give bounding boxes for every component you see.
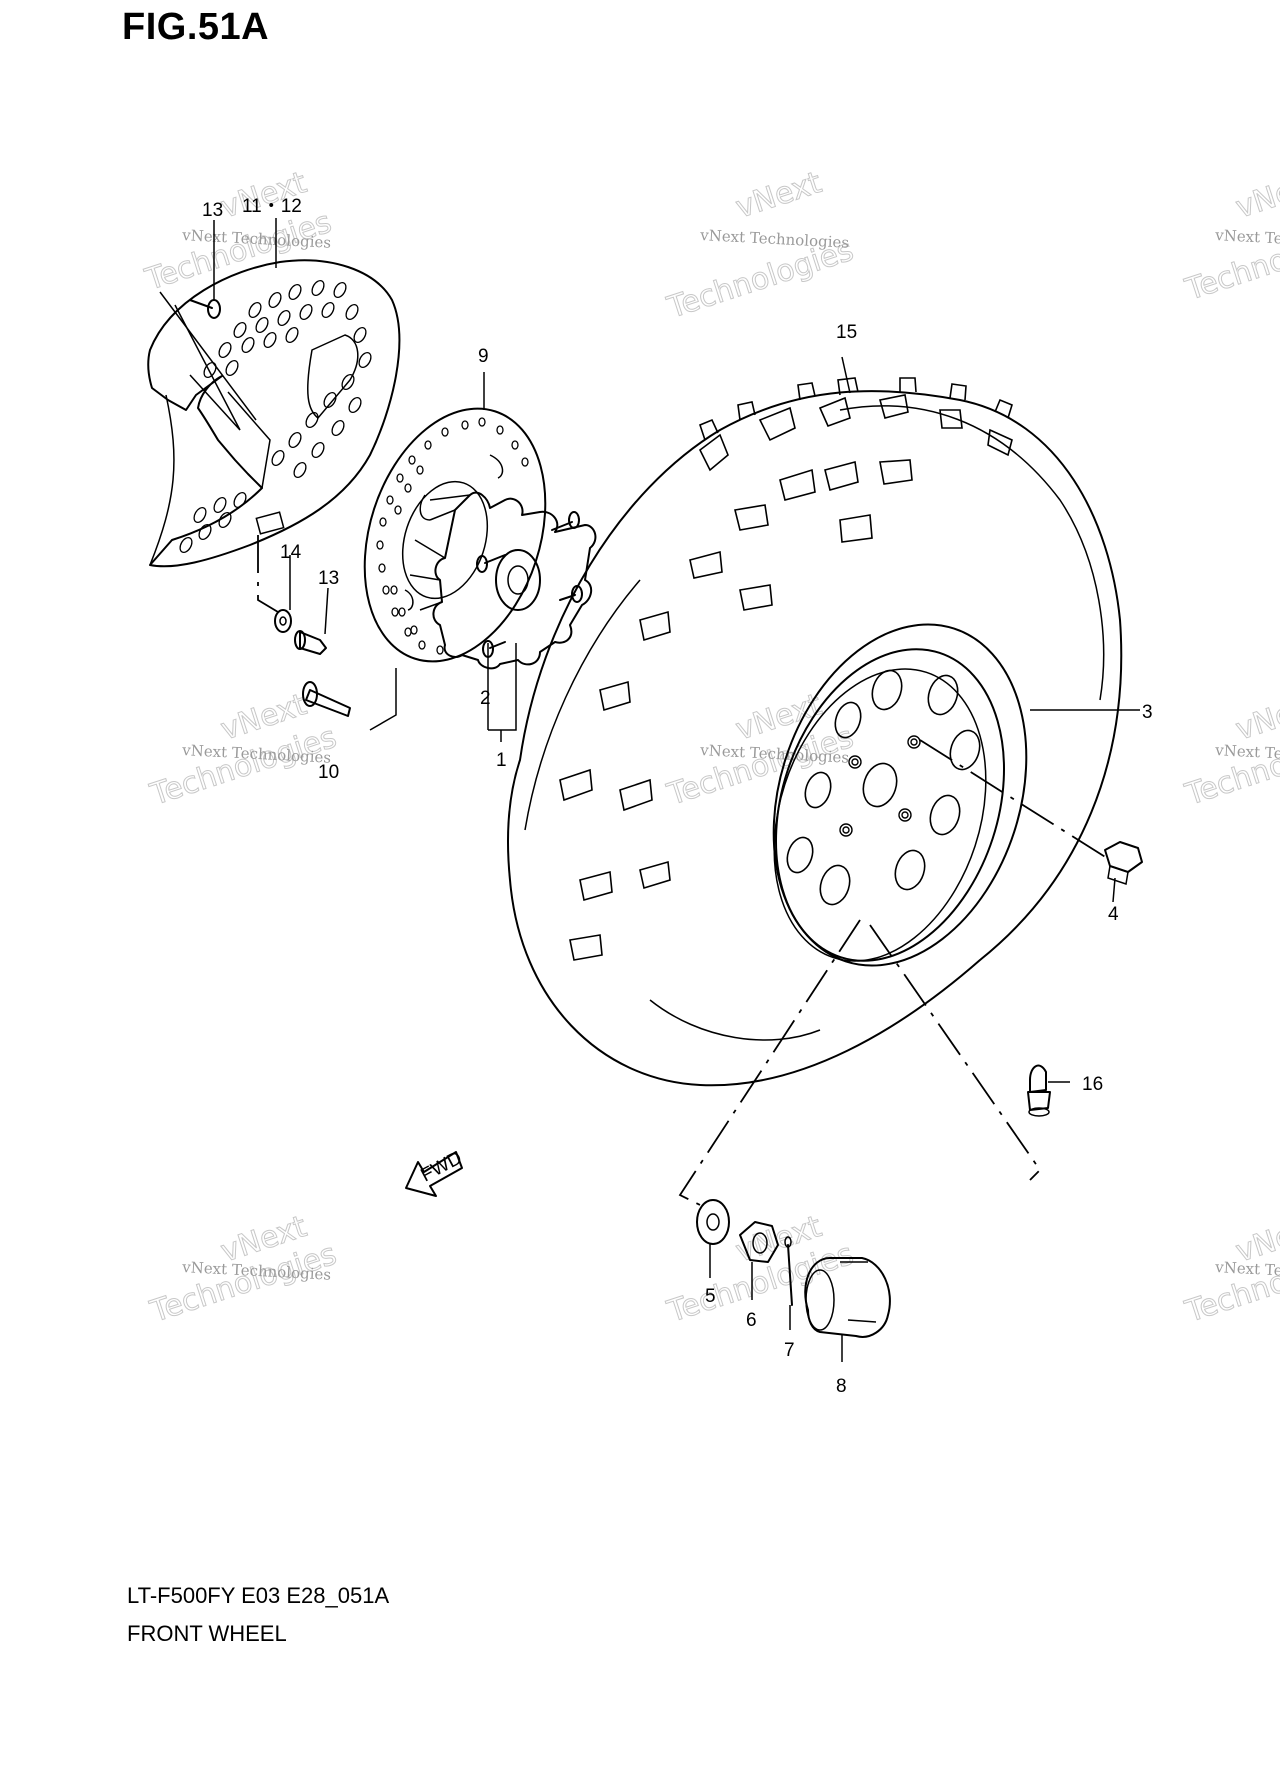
callout-labels: 13 11・12 9 15 14 13 2 1 10 3 4 16 5 6 7 …	[202, 196, 1153, 1397]
callout-13-lower: 13	[318, 568, 339, 589]
callout-10: 10	[318, 762, 339, 783]
caption-part-name: FRONT WHEEL	[127, 1621, 287, 1646]
leader-lines	[213, 218, 1140, 1362]
watermark-1: vNext Technologies vNext Technologies	[140, 165, 336, 299]
castle-nut-6	[739, 1221, 779, 1263]
hub-cap-8	[804, 1257, 891, 1338]
watermark-3: vNext Technologies vNext Technologies	[1180, 165, 1280, 309]
tire-outer-lugs	[699, 377, 1013, 441]
rim-holes	[786, 669, 981, 906]
wheel-nut-4	[1104, 841, 1143, 885]
brake-disc	[363, 407, 547, 663]
disc-bolt-10	[302, 681, 351, 717]
brake-disc-cover	[147, 259, 401, 568]
screw-13-top	[159, 291, 257, 431]
svg-text:vNext: vNext	[1232, 165, 1280, 225]
watermarks: vNext Technologies vNext Technologies vN…	[140, 165, 1280, 1331]
watermark-8: vNext Technologies	[662, 1209, 858, 1331]
cover-vent-holes	[179, 279, 372, 554]
callout-2: 2	[480, 688, 491, 709]
svg-text:vNext Technologies: vNext Technologies	[699, 226, 850, 252]
wheel-rim	[772, 623, 1028, 967]
figure-title: FIG.51A	[122, 6, 270, 48]
callout-1: 1	[496, 750, 507, 771]
tire-tread-blocks	[559, 394, 1013, 961]
valve-16	[1027, 1064, 1051, 1117]
tire	[507, 377, 1123, 1087]
washer-14	[274, 609, 292, 633]
callout-3: 3	[1142, 702, 1153, 723]
watermark-9: vNext Technologies vNext Technologies	[1180, 1209, 1280, 1331]
callout-11-12: 11・12	[242, 196, 302, 217]
watermark-7: vNext Technologies vNext Technologies	[145, 1209, 341, 1331]
callout-6: 6	[746, 1310, 757, 1331]
cotter-pin-7	[784, 1236, 793, 1306]
callout-14: 14	[280, 542, 302, 563]
callout-4: 4	[1108, 904, 1119, 925]
bolt-13-lower	[294, 630, 327, 655]
watermark-6: vNext Technologies vNext Technologies	[1180, 687, 1280, 814]
washer-5	[696, 1199, 730, 1245]
caption-model-code: LT-F500FY E03 E28_051A	[127, 1583, 390, 1608]
callout-5: 5	[705, 1286, 716, 1307]
callout-9: 9	[478, 346, 489, 367]
svg-text:vNext: vNext	[1232, 687, 1280, 747]
callout-15: 15	[836, 322, 857, 343]
wheel-hub	[409, 491, 597, 670]
callout-16: 16	[1082, 1074, 1103, 1095]
callout-7: 7	[784, 1340, 795, 1361]
fwd-arrow: FWD	[405, 1148, 466, 1197]
hub-studs	[476, 511, 583, 658]
svg-text:vNext: vNext	[732, 165, 826, 225]
watermark-2: vNext Technologies vNext Technologies	[662, 165, 858, 327]
callout-13-top: 13	[202, 200, 223, 221]
callout-8: 8	[836, 1376, 847, 1397]
